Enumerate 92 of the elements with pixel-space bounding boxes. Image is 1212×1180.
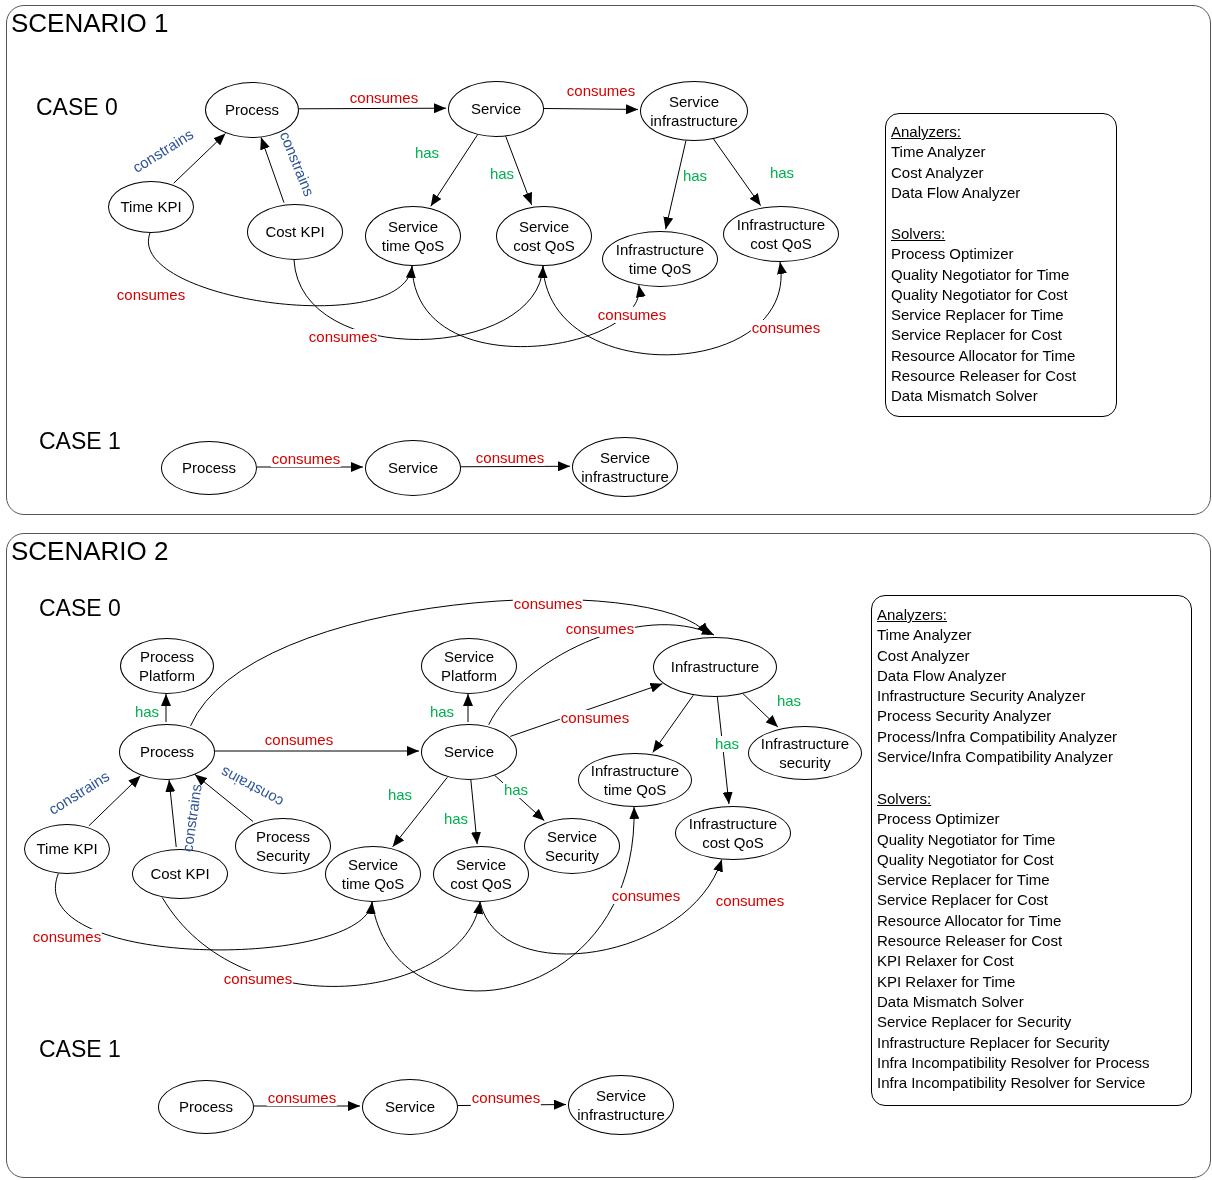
case-heading: CASE 1	[39, 428, 121, 455]
list-item: Quality Negotiator for Cost	[891, 284, 1069, 305]
arrow	[542, 261, 785, 356]
list-item: Infra Incompatibility Resolver for Process	[877, 1052, 1150, 1073]
arrow	[460, 461, 571, 472]
list-item: Process Optimizer	[877, 809, 1001, 830]
edge-label: has	[775, 693, 803, 709]
arrow	[194, 773, 254, 823]
edge-label: consumes	[559, 710, 631, 726]
arrow	[253, 1101, 361, 1111]
list-item: Resource Releaser for Cost	[877, 931, 1064, 952]
list-panel	[871, 595, 1192, 1106]
list-item: Infrastructure Replacer for Security	[877, 1032, 1111, 1053]
arrow	[411, 265, 643, 347]
list-item: Service Replacer for Time	[891, 305, 1065, 326]
list-item: Infra Incompatibility Resolver for Service	[877, 1073, 1147, 1094]
case-heading: CASE 0	[36, 94, 118, 121]
arrow	[293, 259, 545, 340]
list-item: Process/Infra Compatibility Analyzer	[877, 726, 1118, 747]
panel-title: SCENARIO 2	[11, 536, 169, 567]
list-item: Process Security Analyzer	[877, 706, 1053, 727]
edge-label: has	[681, 168, 709, 184]
arrow	[88, 775, 141, 827]
arrow	[173, 133, 226, 184]
edge-label: consumes	[596, 307, 668, 323]
panel-title: SCENARIO 1	[11, 8, 169, 39]
edge-label: has	[768, 165, 796, 181]
list-item: Quality Negotiator for Time	[877, 829, 1057, 850]
list-item: Time Analyzer	[877, 625, 973, 646]
arrow	[543, 104, 639, 115]
edge-label: has	[442, 811, 470, 827]
edge-label: has	[133, 704, 161, 720]
list-item: Service Replacer for Cost	[891, 325, 1063, 346]
arrow	[161, 896, 481, 987]
case-heading: CASE 0	[39, 595, 121, 622]
list-item: Service/Infra Compatibility Analyzer	[877, 747, 1114, 768]
list-item: Data Flow Analyzer	[877, 665, 1008, 686]
edge-label: has	[713, 736, 741, 752]
list-item: Process Optimizer	[891, 244, 1015, 265]
list-item: Data Mismatch Solver	[877, 991, 1025, 1012]
list-heading: Analyzers:	[877, 605, 949, 625]
arrow	[371, 806, 639, 992]
edge-label: has	[413, 145, 441, 161]
list-item: KPI Relaxer for Time	[877, 971, 1017, 992]
edge-label: consumes	[31, 929, 103, 945]
arrow	[165, 779, 177, 848]
arrow	[505, 135, 533, 206]
list-item: Data Mismatch Solver	[891, 386, 1039, 407]
arrow	[256, 462, 364, 472]
list-item: Resource Allocator for Time	[877, 910, 1063, 931]
edge-label: consumes	[222, 971, 294, 987]
list-item: Infrastructure Security Analyzer	[877, 686, 1087, 707]
arrow	[149, 232, 413, 306]
arrow	[55, 873, 373, 951]
edge-label: has	[502, 782, 530, 798]
list-item: Resource Releaser for Cost	[891, 366, 1077, 387]
arrow	[479, 859, 723, 955]
list-item: Resource Allocator for Time	[891, 345, 1077, 366]
list-item: Cost Analyzer	[891, 162, 985, 183]
edge-label: consumes	[610, 888, 682, 904]
arrow	[712, 138, 762, 207]
arrow	[214, 746, 420, 756]
arrow	[652, 694, 694, 753]
list-item: Cost Analyzer	[877, 645, 971, 666]
arrow	[260, 136, 285, 204]
arrow	[463, 693, 473, 723]
arrow	[161, 693, 171, 723]
arrow	[470, 779, 481, 845]
list-item: Quality Negotiator for Cost	[877, 849, 1055, 870]
arrow	[430, 134, 478, 207]
edge-label: consumes	[307, 329, 379, 345]
list-item: Time Analyzer	[891, 142, 987, 163]
case-heading: CASE 1	[39, 1036, 121, 1063]
list-item: Data Flow Analyzer	[891, 182, 1021, 203]
list-heading: Solvers:	[891, 224, 947, 244]
list-panel	[885, 113, 1117, 417]
arrow	[663, 140, 687, 230]
list-item: Service Replacer for Cost	[877, 890, 1049, 911]
arrow	[392, 776, 448, 848]
arrow	[298, 103, 447, 114]
edge-label: has	[386, 787, 414, 803]
list-heading: Solvers:	[877, 789, 933, 809]
edge-label: has	[488, 166, 516, 182]
list-heading: Analyzers:	[891, 122, 963, 142]
arrow	[742, 693, 779, 728]
list-item: Quality Negotiator for Time	[891, 264, 1071, 285]
edge-label: consumes	[750, 320, 822, 336]
list-item: Service Replacer for Security	[877, 1012, 1073, 1033]
list-item: KPI Relaxer for Cost	[877, 951, 1015, 972]
edge-label: consumes	[512, 596, 584, 612]
list-item: Service Replacer for Time	[877, 870, 1051, 891]
edge-label: has	[428, 704, 456, 720]
